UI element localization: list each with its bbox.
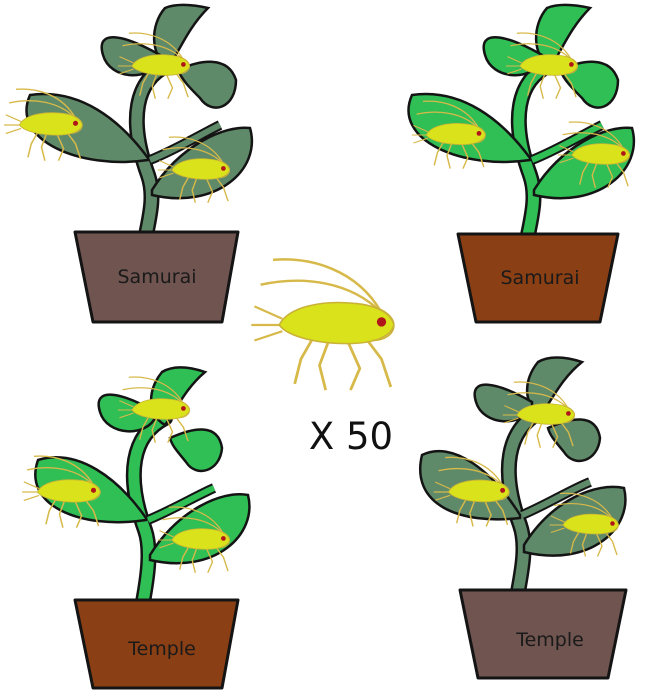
multiplier-label: X 50 xyxy=(309,415,393,458)
pot-label: Temple xyxy=(127,638,196,660)
pot-label: Samurai xyxy=(501,267,580,289)
plant-temple-infested: Temple xyxy=(420,358,626,679)
pot-label: Samurai xyxy=(118,266,197,288)
plant-temple-healthy: Temple xyxy=(22,368,249,689)
pot-label: Temple xyxy=(515,629,584,651)
plant-samurai-healthy: Samurai xyxy=(409,5,634,322)
plant-samurai-infested: Samurai xyxy=(4,5,252,322)
aphid-icon xyxy=(251,259,394,390)
